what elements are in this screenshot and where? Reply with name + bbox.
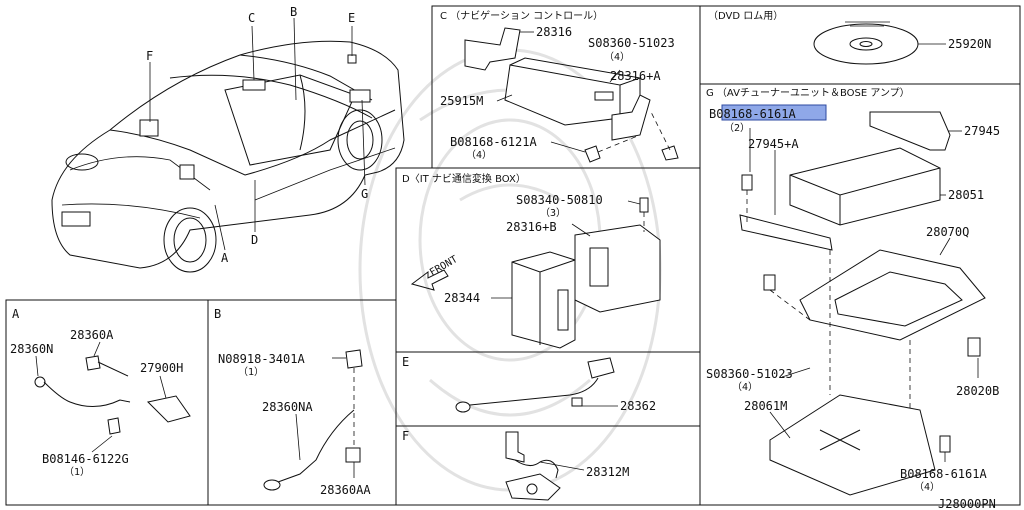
car-callout-labels: C B E F G A D (146, 5, 368, 265)
label-08168-6121a: B08168-6121A (450, 135, 537, 149)
label-28061m: 28061M (744, 399, 787, 413)
callout-f: F (146, 49, 153, 63)
qty-g3: （4） (914, 481, 940, 493)
label-28360n: 28360N (10, 342, 53, 356)
qty-g1: （2） (724, 122, 750, 134)
section-a-drawing (34, 341, 191, 453)
label-28360aa: 28360AA (320, 483, 371, 497)
section-b-drawing (263, 349, 363, 491)
section-e-drawing (455, 357, 618, 413)
label-28344: 28344 (444, 291, 480, 305)
car-illustration (51, 17, 405, 273)
section-g-drawing (739, 111, 986, 496)
label-25915m: 25915M (440, 94, 483, 108)
label-08168-6161a-bot: B08168-6161A (900, 467, 987, 481)
qty-c1: （4） (604, 51, 630, 63)
section-c-drawing (464, 27, 679, 163)
label-08146-6122g: B08146-6122G (42, 452, 129, 466)
callout-a: A (221, 251, 229, 265)
section-b-title: B (214, 307, 221, 321)
label-28316a: 28316+A (610, 69, 661, 83)
label-08168-6161a-top: B08168-6161A (709, 107, 796, 121)
section-g-title: G （AVチューナーユニット＆BOSE アンプ） (706, 87, 910, 99)
section-d-drawing (410, 197, 661, 349)
callout-d: D (251, 233, 258, 247)
label-25920n: 25920N (948, 37, 991, 51)
qty-g2: （4） (732, 381, 758, 393)
label-27945a: 27945+A (748, 137, 799, 151)
label-28316: 28316 (536, 25, 572, 39)
qty-b1: （1） (238, 366, 264, 378)
qty-d1: （3） (540, 207, 566, 219)
callout-b: B (290, 5, 297, 19)
highlight-box (721, 104, 827, 121)
section-f-drawing (505, 431, 585, 501)
label-28316b: 28316+B (506, 220, 557, 234)
section-c-title: C （ナビゲーション コントロール） (440, 10, 603, 22)
label-28070q: 28070Q (926, 225, 969, 239)
label-08918-3401a: N08918-3401A (218, 352, 305, 366)
qty-c2: （4） (466, 149, 492, 161)
label-08360-51023-c: S08360-51023 (588, 36, 675, 50)
section-frames (5, 5, 1021, 506)
section-a-title: A (12, 307, 20, 321)
label-08360-51023-g: S08360-51023 (706, 367, 793, 381)
diagram-code: J28000PN (938, 497, 996, 510)
label-27945: 27945 (964, 124, 1000, 138)
label-28360a: 28360A (70, 328, 114, 342)
label-front: FRONT (428, 254, 460, 279)
section-d-title: D〈IT ナビ通信変換 BOX） (402, 172, 526, 185)
label-27900h: 27900H (140, 361, 183, 375)
label-28362: 28362 (620, 399, 656, 413)
label-28020b: 28020B (956, 384, 999, 398)
label-28312m: 28312M (586, 465, 629, 479)
section-dvd-title: （DVD ロム用） (708, 10, 783, 22)
section-e-title: E (402, 355, 409, 369)
dvd-disc-drawing (813, 21, 946, 65)
callout-g: G (361, 187, 368, 201)
qty-a1: （1） (64, 466, 90, 478)
callout-c: C (248, 11, 255, 25)
label-28360na: 28360NA (262, 400, 313, 414)
callout-e: E (348, 11, 355, 25)
section-f-title: F (402, 429, 409, 443)
label-08340-50810: S08340-50810 (516, 193, 603, 207)
label-28051: 28051 (948, 188, 984, 202)
